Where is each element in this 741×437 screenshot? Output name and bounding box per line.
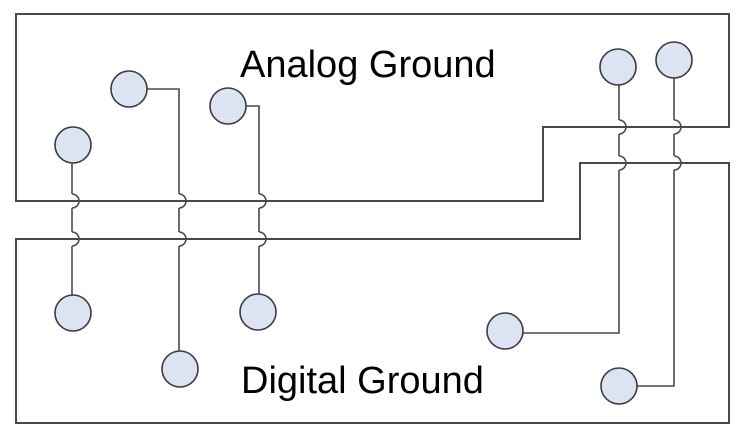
wire-center-left: [146, 88, 180, 352]
hop-overs: [71, 119, 682, 247]
pad-analog-2: [110, 70, 148, 108]
wire-right-inner: [523, 85, 620, 334]
analog-ground-label: Analog Ground: [240, 44, 496, 86]
pad-analog-4: [599, 48, 637, 86]
analog-ground-plane: [15, 13, 730, 202]
pad-analog-1: [54, 126, 92, 164]
pad-digital-1: [54, 294, 92, 332]
wire-right-outer: [637, 78, 675, 387]
digital-ground-label: Digital Ground: [241, 360, 484, 402]
pad-digital-5: [600, 367, 638, 405]
wire-center: [245, 105, 260, 294]
digital-ground-plane: [15, 162, 730, 424]
pad-digital-3: [239, 293, 277, 331]
pad-digital-2: [161, 350, 199, 388]
pad-analog-5: [655, 41, 693, 79]
pad-digital-4: [486, 312, 524, 350]
pad-analog-3: [209, 87, 247, 125]
